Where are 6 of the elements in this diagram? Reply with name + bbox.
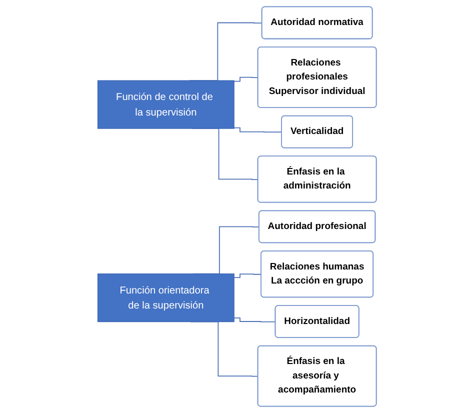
connector — [234, 76, 258, 82]
node-box: Función de control de la supervisión — [97, 80, 234, 129]
connector — [234, 318, 276, 322]
connector — [234, 274, 262, 278]
connector — [234, 127, 282, 133]
node-box: Función orientadora de la supervisión — [97, 273, 234, 322]
